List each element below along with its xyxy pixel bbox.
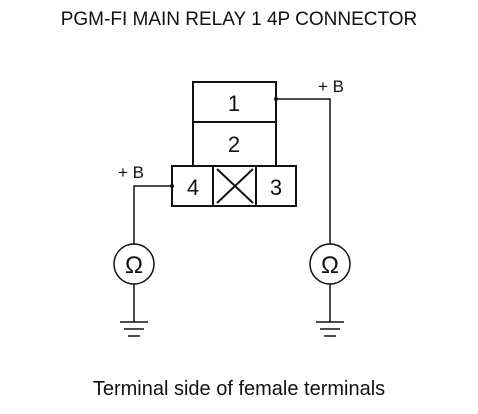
terminal-1-probe-point [274, 97, 278, 101]
ohm-symbol-left: Ω [125, 252, 143, 279]
ground-left-icon [120, 321, 148, 337]
terminal-3-label: 3 [270, 175, 282, 200]
plus-b-right-label: + B [318, 77, 344, 96]
ohmmeter-left-icon: Ω [113, 243, 155, 285]
plus-b-left-label: + B [118, 163, 144, 182]
right-wire [276, 98, 331, 322]
ohm-symbol-right: Ω [321, 252, 339, 279]
ohmmeter-right-icon: Ω [309, 243, 351, 285]
blank-cavity-mark [216, 168, 254, 204]
diagram-title: PGM-FI MAIN RELAY 1 4P CONNECTOR [60, 9, 418, 30]
left-wire [133, 185, 172, 322]
terminal-4-label: 4 [187, 175, 199, 200]
ground-right-icon [316, 321, 344, 337]
terminal-4-probe-point [170, 184, 174, 188]
terminal-1-label: 1 [228, 91, 240, 116]
terminal-2-label: 2 [228, 132, 240, 157]
diagram-caption: Terminal side of female terminals [92, 378, 386, 400]
